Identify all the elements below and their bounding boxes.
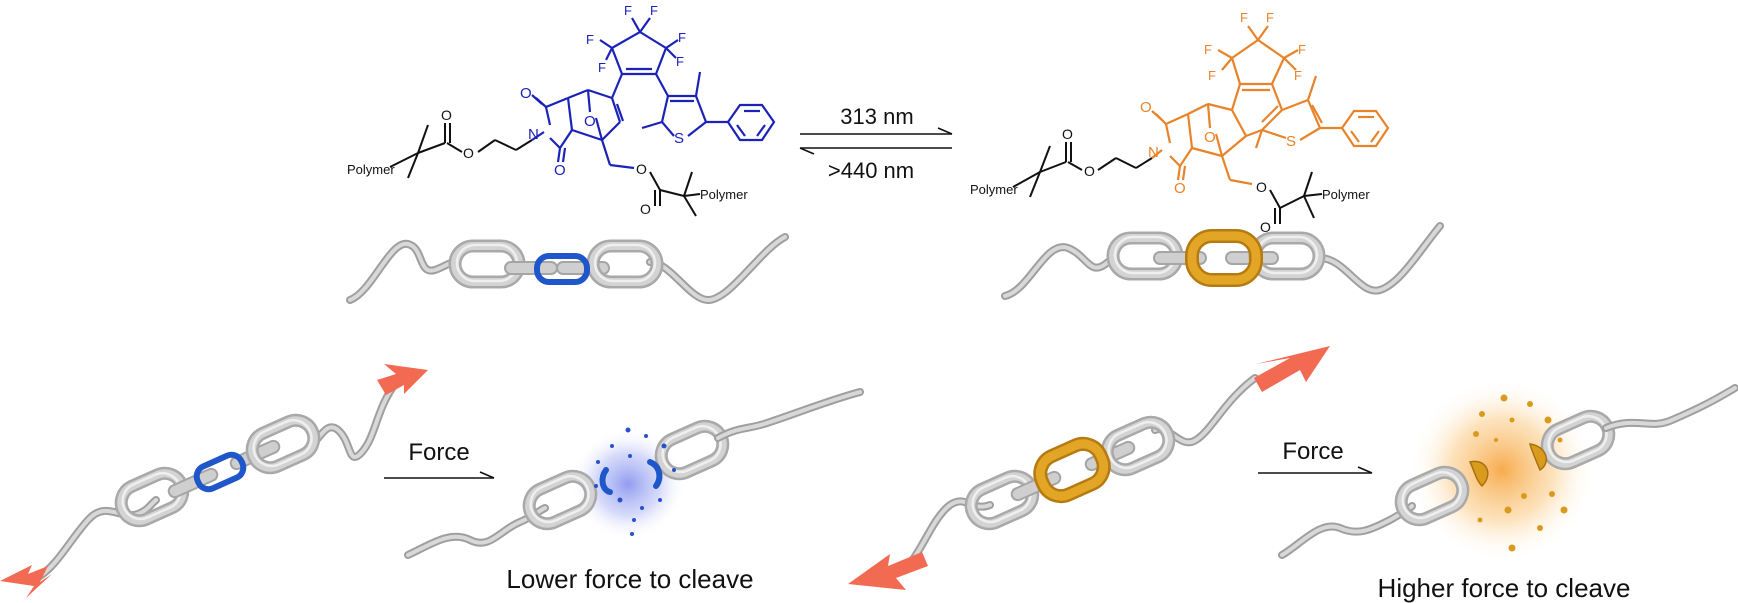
chain-closed-cleaved: [1278, 378, 1738, 562]
imide-nitrogen: N: [1148, 144, 1159, 161]
polymer-label-left: Polymer: [347, 162, 395, 177]
thiophene-sulfur: S: [1286, 133, 1296, 150]
closed-isomer-structure: Polymer O O: [970, 10, 1390, 235]
fluorine-6: F: [1294, 68, 1302, 83]
forward-wavelength-label: 313 nm: [840, 104, 913, 129]
open-isomer-structure: Polymer O O: [347, 3, 776, 217]
imide-nitrogen: N: [528, 126, 539, 143]
force-arrow-left: Force: [384, 439, 495, 479]
chain-link-flat: [504, 261, 558, 275]
chain-closed-stretched: [848, 346, 1330, 590]
fluorine-4: F: [650, 3, 658, 18]
fluorine-3: F: [1240, 10, 1248, 25]
force-arrow-icon: [0, 364, 428, 598]
fluorine-1: F: [1204, 42, 1212, 57]
fluorine-5: F: [1298, 42, 1306, 57]
imide-oxygen-bottom: O: [1174, 180, 1186, 197]
force-arrow-right: Force: [1258, 438, 1373, 474]
mechanophore-link-open: [534, 253, 590, 285]
fluorine-4: F: [1266, 10, 1274, 25]
fluorine-6: F: [676, 54, 684, 69]
imide-oxygen-top: O: [520, 85, 532, 102]
force-label-right: Force: [1282, 438, 1343, 465]
fragment-dots: [594, 427, 676, 536]
fluorine-1: F: [586, 32, 594, 47]
reverse-wavelength-label: >440 nm: [828, 158, 914, 183]
ester-oxygen-left: O: [1084, 163, 1095, 179]
imide-oxygen-bottom: O: [554, 162, 566, 179]
mechanophore-link-closed: [1033, 436, 1111, 504]
fluorine-2: F: [1208, 68, 1216, 83]
carbonyl-oxygen-right: O: [1260, 219, 1271, 235]
bridge-oxygen: O: [1204, 129, 1216, 146]
chain-open-stretched: [0, 364, 428, 598]
polymer-label-left: Polymer: [970, 182, 1018, 197]
mechanophore-link-closed: [1185, 229, 1263, 287]
polymer-label-right: Polymer: [1322, 187, 1370, 202]
ester-oxygen-right: O: [1256, 179, 1267, 195]
fluorine-5: F: [678, 30, 686, 45]
imide-oxygen-top: O: [1140, 99, 1152, 116]
chain-open-cleaved: [404, 388, 864, 559]
carbonyl-oxygen-right: O: [640, 201, 651, 217]
fluorine-3: F: [624, 3, 632, 18]
polymer-label-right: Polymer: [700, 187, 748, 202]
mechanophore-link-open: [193, 451, 247, 493]
carbonyl-oxygen-left: O: [441, 107, 452, 123]
chain-closed-top: [1001, 222, 1444, 300]
ester-oxygen-right: O: [636, 161, 647, 177]
bridge-oxygen: O: [584, 113, 596, 130]
force-arrow-icon: [848, 346, 1330, 590]
caption-higher-force: Higher force to cleave: [1378, 573, 1631, 603]
cleavage-glow: [1408, 378, 1596, 562]
fragment-dots: [1473, 394, 1568, 552]
chain-open-top: [346, 233, 789, 305]
thiophene-sulfur: S: [674, 130, 684, 147]
caption-lower-force: Lower force to cleave: [506, 564, 753, 594]
ester-oxygen-left: O: [463, 145, 474, 161]
carbonyl-oxygen-left: O: [1062, 126, 1073, 142]
photoswitch-arrows: 313 nm >440 nm: [799, 104, 953, 183]
force-label-left: Force: [408, 439, 469, 466]
fluorine-2: F: [598, 60, 606, 75]
